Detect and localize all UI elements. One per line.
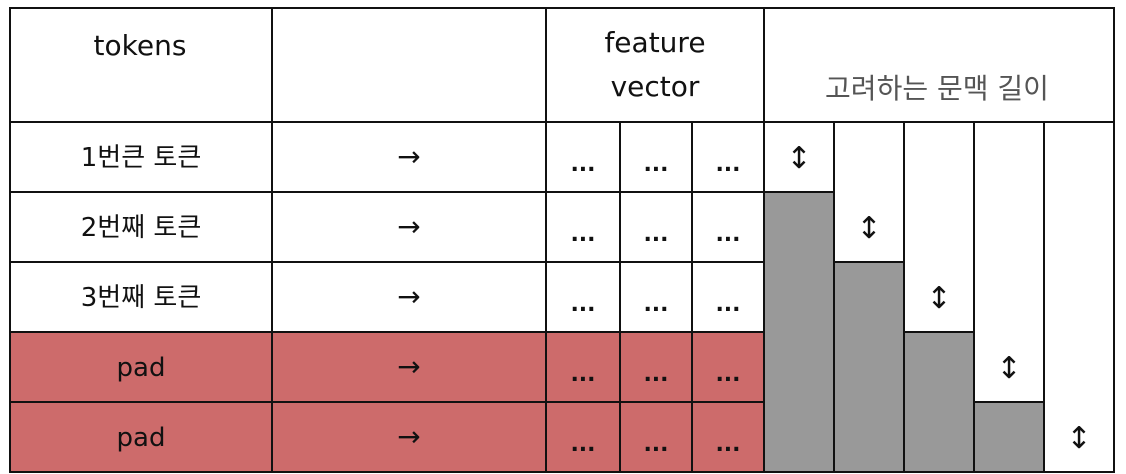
feature-value: ...: [715, 222, 740, 247]
arrow-icon: →: [397, 210, 420, 243]
feature-value: ...: [570, 362, 595, 387]
arrow-icon: →: [397, 350, 420, 383]
feature-value: ...: [643, 222, 668, 247]
feature-value: ...: [643, 362, 668, 387]
up-down-arrow-icon: ↕: [786, 141, 811, 176]
context-mask-block: [764, 192, 834, 472]
up-down-arrow-icon: ↕: [926, 281, 951, 316]
header-feature-line2: vector: [611, 70, 700, 103]
context-mask-block: [904, 332, 974, 472]
feature-value: ...: [570, 152, 595, 177]
feature-value: ...: [570, 222, 595, 247]
diagram-body: 1번큰 토큰 →......... 2번째 토큰 →......... 3번째 토큰 →.…: [9, 7, 1115, 473]
pad-token-label: pad: [117, 353, 166, 383]
header-tokens: tokens: [94, 29, 187, 62]
pad-row-fill: [10, 332, 764, 402]
feature-value: ...: [715, 152, 740, 177]
header-context-length: 고려하는 문맥 길이: [825, 72, 1049, 105]
feature-value: ...: [643, 152, 668, 177]
arrow-icon: →: [397, 140, 420, 173]
up-down-arrow-icon: ↕: [1066, 421, 1091, 456]
context-mask-block: [974, 402, 1044, 472]
arrow-icon: →: [397, 420, 420, 453]
up-down-arrow-icon: ↕: [996, 351, 1021, 386]
feature-value: ...: [715, 362, 740, 387]
feature-value: ...: [643, 432, 668, 457]
feature-value: ...: [570, 432, 595, 457]
feature-value: ...: [715, 432, 740, 457]
context-mask-block: [834, 262, 904, 472]
up-down-arrow-icon: ↕: [856, 211, 881, 246]
arrow-icon: →: [397, 280, 420, 313]
feature-value: ...: [570, 292, 595, 317]
token-label: 1번큰 토큰: [81, 143, 202, 173]
token-label: 2번째 토큰: [81, 213, 202, 243]
table-border: [9, 7, 1115, 473]
feature-value: ...: [715, 292, 740, 317]
feature-value: ...: [643, 292, 668, 317]
header-feature-line1: feature: [604, 26, 705, 59]
pad-row-fill: [10, 402, 764, 472]
pad-token-label: pad: [117, 423, 166, 453]
token-label: 3번째 토큰: [81, 283, 202, 313]
